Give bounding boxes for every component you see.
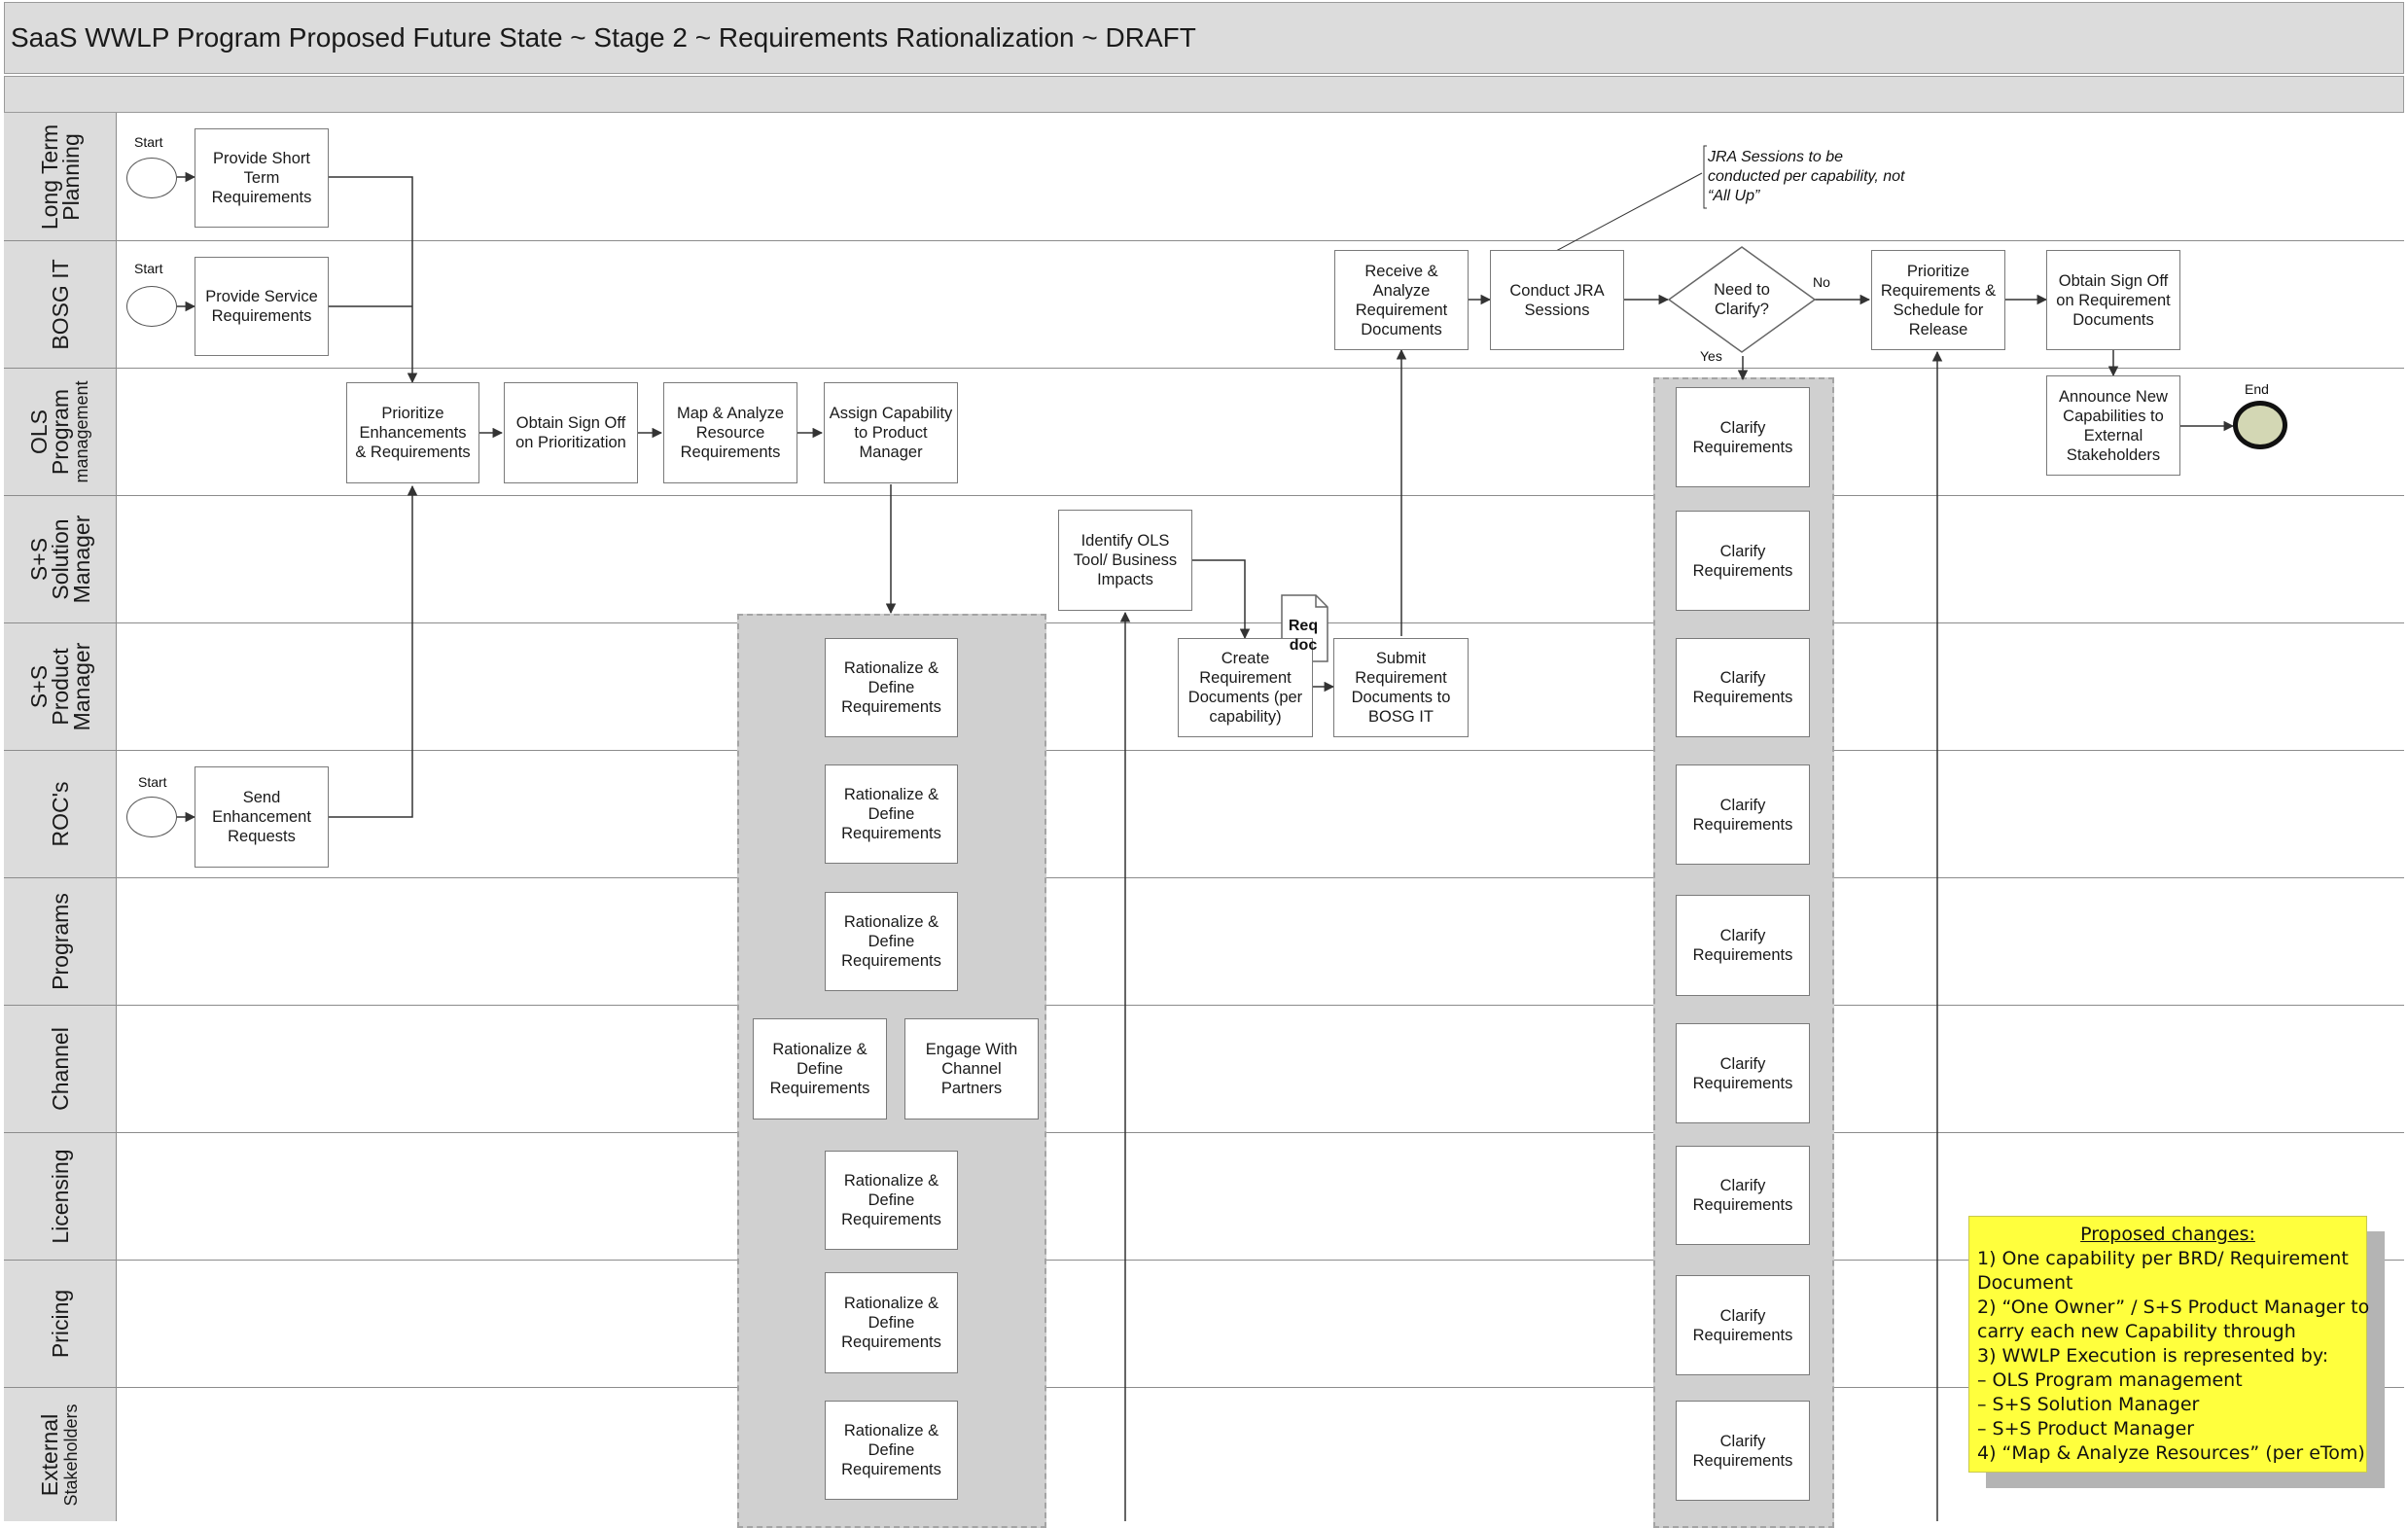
start-label: Start <box>134 134 163 150</box>
proposed-changes-line: carry each new Capability through <box>1977 1321 2296 1342</box>
step-clarify-requirements: Clarify Requirements <box>1676 511 1810 611</box>
diagram-title: SaaS WWLP Program Proposed Future State … <box>11 22 1196 53</box>
step-rationalize-define: Rationalize & Define Requirements <box>825 1151 958 1250</box>
proposed-changes-line: Document <box>1977 1272 2073 1294</box>
proposed-changes-note: Proposed changes: 1) One capability per … <box>1968 1216 2370 1473</box>
step-provide-service-requirements: Provide Service Requirements <box>195 257 329 356</box>
step-obtain-signoff-prioritization: Obtain Sign Off on Prioritization <box>504 382 638 483</box>
start-event-long-term <box>126 158 177 198</box>
step-clarify-requirements: Clarify Requirements <box>1676 1146 1810 1245</box>
req-doc-label: Req doc <box>1288 618 1319 654</box>
step-provide-short-term-requirements: Provide Short Term Requirements <box>195 128 329 228</box>
lane-header: Licensing <box>4 1133 117 1260</box>
step-clarify-requirements: Clarify Requirements <box>1676 1401 1810 1501</box>
annotation-bracket <box>1703 145 1707 209</box>
decision-yes-label: Yes <box>1700 348 1722 364</box>
step-receive-analyze-documents: Receive & Analyze Requirement Documents <box>1334 250 1469 350</box>
proposed-changes-line: – OLS Program management <box>1977 1369 2243 1391</box>
decision-need-to-clarify: Need to Clarify? <box>1714 281 1770 318</box>
lane-header: BOSG IT <box>4 241 117 368</box>
step-clarify-requirements: Clarify Requirements <box>1676 638 1810 737</box>
start-event-rocs <box>126 797 177 837</box>
proposed-changes-line: 3) WWLP Execution is represented by: <box>1977 1345 2329 1367</box>
end-label: End <box>2245 381 2269 397</box>
proposed-changes-line: – S+S Product Manager <box>1977 1418 2195 1439</box>
arrow-send-to-prioritize <box>329 484 418 818</box>
step-clarify-requirements: Clarify Requirements <box>1676 1023 1810 1123</box>
phase-bar <box>4 76 2404 113</box>
lane-pricing: Pricing <box>4 1261 2404 1388</box>
step-clarify-requirements: Clarify Requirements <box>1676 1275 1810 1375</box>
proposed-changes-line: 4) “Map & Analyze Resources” (per eTom) <box>1977 1442 2365 1464</box>
step-rationalize-define: Rationalize & Define Requirements <box>825 764 958 864</box>
decision-no-label: No <box>1813 274 1830 290</box>
step-engage-channel-partners: Engage With Channel Partners <box>904 1018 1039 1119</box>
lane-licensing: Licensing <box>4 1133 2404 1261</box>
step-create-requirement-documents: Create Requirement Documents (per capabi… <box>1178 638 1313 737</box>
step-send-enhancement-requests: Send Enhancement Requests <box>195 766 329 868</box>
start-label: Start <box>134 261 163 276</box>
step-identify-ols-impacts: Identify OLS Tool/ Business Impacts <box>1058 510 1192 611</box>
step-rationalize-define: Rationalize & Define Requirements <box>825 1401 958 1500</box>
step-assign-capability: Assign Capability to Product Manager <box>824 382 958 483</box>
annotation-connector <box>1555 172 1703 252</box>
step-conduct-jra-sessions: Conduct JRA Sessions <box>1490 250 1624 350</box>
lane-programs: Programs <box>4 878 2404 1006</box>
step-obtain-signoff-documents: Obtain Sign Off on Requirement Documents <box>2046 250 2180 350</box>
start-label: Start <box>138 774 167 790</box>
step-map-analyze-resources: Map & Analyze Resource Requirements <box>663 382 797 483</box>
step-announce-new-capabilities: Announce New Capabilities to External St… <box>2046 375 2180 476</box>
lane-bosg-it: BOSG IT <box>4 241 2404 369</box>
step-rationalize-define: Rationalize & Define Requirements <box>825 892 958 991</box>
step-clarify-requirements: Clarify Requirements <box>1676 764 1810 865</box>
step-clarify-requirements: Clarify Requirements <box>1676 387 1810 487</box>
lane-header: Programs <box>4 878 117 1005</box>
jra-annotation: JRA Sessions to be conducted per capabil… <box>1708 149 1905 204</box>
proposed-changes-line: 2) “One Owner” / S+S Product Manager to <box>1977 1297 2370 1318</box>
lane-header: Pricing <box>4 1261 117 1387</box>
lane-header: ROC's <box>4 751 117 877</box>
proposed-changes-heading: Proposed changes: <box>2080 1224 2255 1245</box>
start-event-bosg <box>126 286 177 327</box>
step-submit-requirement-documents: Submit Requirement Documents to BOSG IT <box>1333 638 1469 737</box>
document-fold <box>1315 595 1328 608</box>
lane-channel: Channel <box>4 1006 2404 1133</box>
title-bar: SaaS WWLP Program Proposed Future State … <box>4 2 2404 74</box>
step-prioritize-enhancements: Prioritize Enhancements & Requirements <box>346 382 479 483</box>
lane-header: Channel <box>4 1006 117 1132</box>
decision-diamond <box>1667 246 1817 353</box>
step-rationalize-define: Rationalize & Define Requirements <box>753 1018 887 1119</box>
arrow-identify-to-create <box>1192 559 1251 640</box>
end-event <box>2233 401 2287 449</box>
step-rationalize-define: Rationalize & Define Requirements <box>825 1272 958 1373</box>
proposed-changes-line: – S+S Solution Manager <box>1977 1394 2200 1415</box>
arrow-short-term-to-prioritize <box>329 176 418 384</box>
step-clarify-requirements: Clarify Requirements <box>1676 895 1810 996</box>
lane-rocs: ROC's <box>4 751 2404 878</box>
step-rationalize-define: Rationalize & Define Requirements <box>825 638 958 737</box>
proposed-changes-line: 1) One capability per BRD/ Requirement <box>1977 1248 2349 1269</box>
step-prioritize-schedule-release: Prioritize Requirements & Schedule for R… <box>1871 250 2005 350</box>
